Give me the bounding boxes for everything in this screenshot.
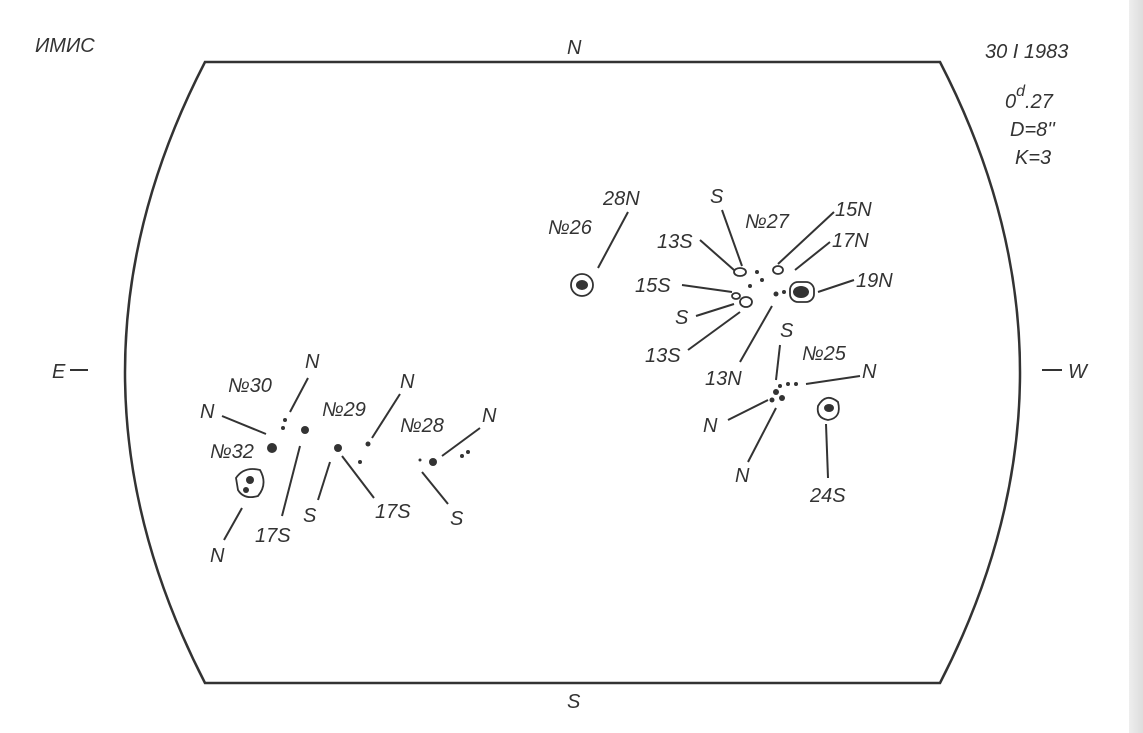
pole-label: N (305, 351, 320, 373)
east-label: E (52, 361, 66, 383)
group-label: №32 (210, 441, 254, 463)
group-label: №30 (228, 375, 272, 397)
diameter-label: D=8'' (1010, 119, 1056, 141)
pole-label: S (780, 320, 794, 342)
disk-frame (123, 60, 1022, 685)
lat-label: 13N (705, 368, 742, 390)
lat-label: 24S (809, 485, 846, 507)
k-label: K=3 (1015, 147, 1051, 169)
institute-label: ИМИС (35, 35, 95, 57)
pole-label: S (675, 307, 689, 329)
lat-label: 15S (635, 275, 671, 297)
group-28: №28 N S (400, 405, 497, 530)
south-label: S (567, 691, 581, 713)
lat-label: 17S (375, 501, 411, 523)
page-edge-shadow (1129, 0, 1143, 733)
time-label: 0d.27 (1005, 83, 1054, 113)
pole-label: N (400, 371, 415, 393)
pole-label: N (200, 401, 215, 423)
group-label: №26 (548, 217, 593, 239)
pole-label: S (303, 505, 317, 527)
lat-label: 19N (856, 270, 893, 292)
lat-label: 13S (645, 345, 681, 367)
pole-label: N (210, 545, 225, 567)
lat-label: 17S (255, 525, 291, 547)
lat-label: 15N (835, 199, 872, 221)
pole-label: S (710, 186, 724, 208)
group-25: S №25 N N N 24S (703, 320, 877, 507)
pole-label: N (735, 465, 750, 487)
lat-label: 13S (657, 231, 693, 253)
date-label: 30 I 1983 (985, 41, 1068, 63)
group-29: №29 N S 17S (303, 371, 415, 527)
pole-label: N (862, 361, 877, 383)
lat-label: 28N (602, 188, 640, 210)
sunspot-umbra (576, 280, 588, 290)
north-label: N (567, 37, 582, 59)
group-30-32: №30 N N №32 17S N (200, 351, 320, 567)
pole-label: N (703, 415, 718, 437)
group-label: №27 (745, 211, 790, 233)
group-label: №25 (802, 343, 847, 365)
west-label: W (1068, 361, 1089, 383)
group-27: S №27 13S 15N 17N 19N 15S S 13S 13N (635, 186, 893, 390)
group-label: №29 (322, 399, 366, 421)
sunspot (570, 273, 594, 297)
lat-label: 17N (832, 230, 869, 252)
pole-label: S (450, 508, 464, 530)
pole-label: N (482, 405, 497, 427)
group-label: №28 (400, 415, 444, 437)
group-26: 28N №26 (548, 188, 640, 297)
